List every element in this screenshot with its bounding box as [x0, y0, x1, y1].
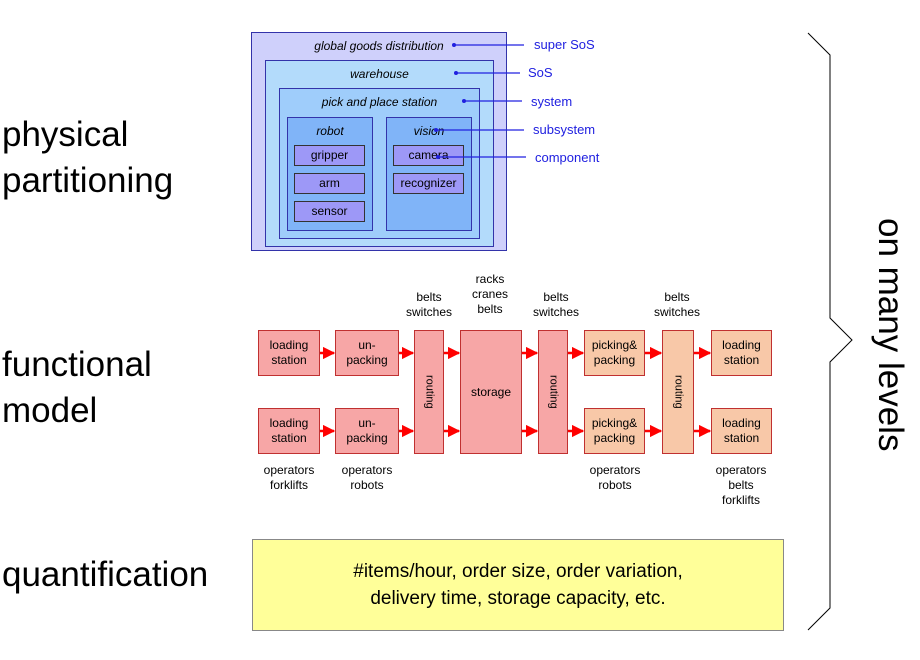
storage-equipment-annotation: racks cranes belts — [471, 272, 509, 316]
partitioning-label: partitioning — [2, 161, 174, 200]
physical-partitioning-title: physical partitioning — [2, 112, 173, 204]
quantification-line-1: #items/hour, order size, order variation… — [353, 561, 683, 582]
on-many-levels-label: on many levels — [871, 218, 910, 452]
routing-label-1: routing — [423, 375, 436, 409]
super-sos-box-label: global goods distribution — [314, 39, 444, 53]
right-brace — [807, 32, 853, 631]
functional-model-title: functional model — [2, 342, 152, 434]
unpacking-resources-annotation: operators robots — [341, 463, 393, 492]
warehouse-box-label: warehouse — [350, 67, 409, 81]
quantification-line-2: delivery time, storage capacity, etc. — [370, 588, 666, 609]
routing-box-2: routing — [538, 330, 568, 454]
physical-label: physical — [2, 115, 129, 154]
super-sos-level-label: super SoS — [534, 37, 595, 52]
sensor-component: sensor — [294, 201, 365, 222]
model-label: model — [2, 391, 98, 430]
quantification-title: quantification — [2, 555, 209, 594]
routing-box-3: routing — [662, 330, 694, 454]
loading-station-in-1: loading station — [258, 330, 320, 376]
storage-box: storage — [460, 330, 522, 454]
level-pointer-dots — [434, 43, 466, 159]
flow-arrows — [320, 346, 712, 438]
unpacking-2: un- packing — [335, 408, 399, 454]
belts-switches-annotation-3: belts switches — [653, 290, 700, 319]
loading-in-resources-annotation: operators forklifts — [263, 463, 315, 492]
gripper-component: gripper — [294, 145, 365, 166]
sos-level-label: SoS — [528, 65, 553, 80]
station-box-label: pick and place station — [321, 95, 438, 109]
system-level-label: system — [531, 94, 573, 109]
loading-station-out-1: loading station — [711, 330, 772, 376]
loading-out-resources-annotation: operators belts forklifts — [715, 463, 767, 507]
routing-label-2: routing — [547, 375, 560, 409]
picking-packing-2: picking& packing — [584, 408, 645, 454]
routing-label-3: routing — [672, 375, 685, 409]
belts-switches-annotation-2: belts switches — [532, 290, 579, 319]
quantification-box: #items/hour, order size, order variation… — [252, 539, 784, 631]
loading-station-in-2: loading station — [258, 408, 320, 454]
subsystem-level-label: subsystem — [533, 122, 596, 137]
routing-box-1: routing — [414, 330, 444, 454]
recognizer-component: recognizer — [393, 173, 464, 194]
belts-switches-annotation-1: belts switches — [405, 290, 452, 319]
component-level-label: component — [535, 150, 600, 165]
vision-subsystem-label: vision — [413, 124, 445, 138]
picking-packing-1: picking& packing — [584, 330, 645, 376]
picking-resources-annotation: operators robots — [589, 463, 641, 492]
robot-subsystem-label: robot — [316, 124, 344, 138]
arm-component: arm — [294, 173, 365, 194]
loading-station-out-2: loading station — [711, 408, 772, 454]
unpacking-1: un- packing — [335, 330, 399, 376]
level-pointer-lines — [436, 44, 526, 158]
functional-label: functional — [2, 345, 152, 384]
